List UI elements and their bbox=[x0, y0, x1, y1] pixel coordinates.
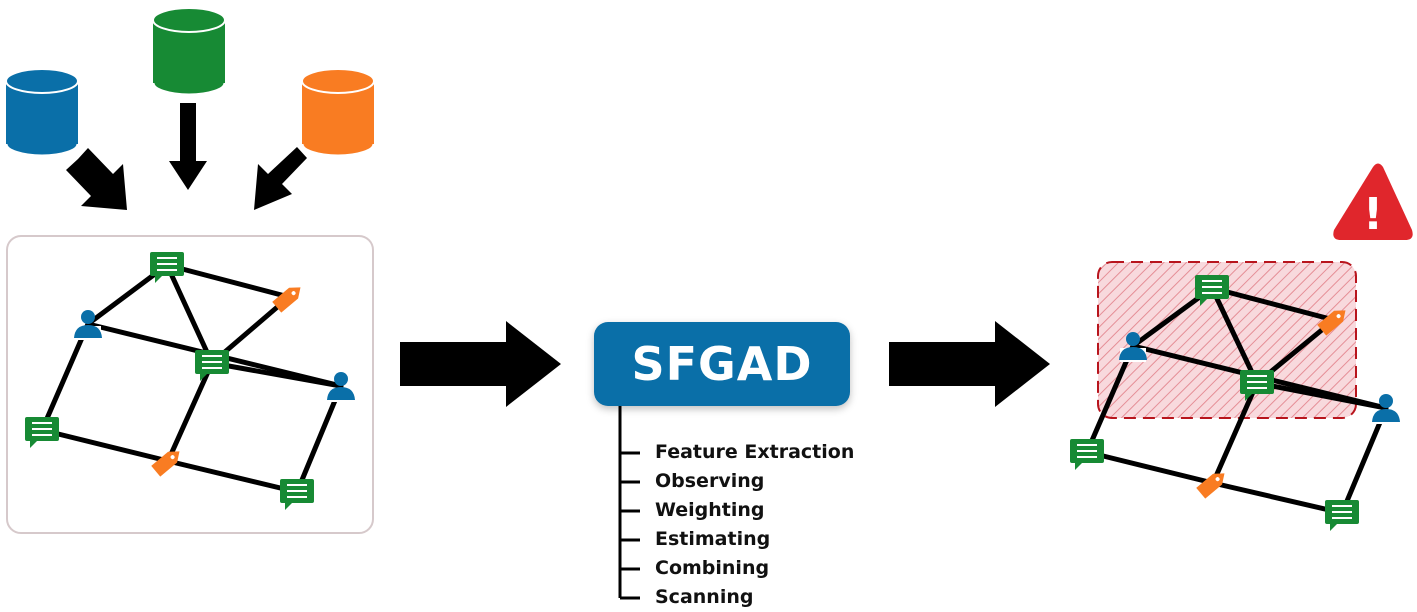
input-graph-edge bbox=[294, 383, 344, 495]
anomalous-region bbox=[1097, 261, 1357, 419]
user-icon bbox=[1119, 332, 1147, 362]
step-estimating: Estimating bbox=[655, 528, 771, 550]
step-weighting: Weighting bbox=[655, 499, 765, 521]
database-icon bbox=[4, 68, 80, 158]
output-graph-edge bbox=[1210, 480, 1345, 516]
message-icon bbox=[195, 350, 229, 381]
tag-icon bbox=[1196, 473, 1225, 499]
warning-icon: ! bbox=[1333, 163, 1413, 240]
input-graph-edge bbox=[164, 262, 215, 366]
output-graph-edge bbox=[1210, 380, 1260, 486]
output-graph-edge bbox=[1254, 380, 1389, 411]
arrow-to-sfgad bbox=[400, 321, 561, 407]
warning-glyph: ! bbox=[1363, 189, 1383, 240]
sfgad-title: SFGAD bbox=[631, 337, 813, 391]
tag-icon bbox=[1317, 310, 1346, 336]
output-graph-edge bbox=[1084, 343, 1136, 455]
message-icon bbox=[1070, 439, 1104, 470]
sfgad-steps-list: Feature Extraction Observing Weighting E… bbox=[655, 438, 854, 612]
output-graph-edge bbox=[1084, 449, 1216, 486]
input-graph-edge bbox=[39, 321, 91, 433]
user-icon bbox=[1372, 394, 1400, 424]
message-icon bbox=[280, 479, 314, 510]
output-graph-edge bbox=[1209, 285, 1337, 323]
source-arrows bbox=[66, 103, 307, 210]
output-graph-edge bbox=[1209, 285, 1260, 386]
arrow-blue-db bbox=[66, 148, 127, 210]
step-observing: Observing bbox=[655, 470, 765, 492]
arrow-to-result bbox=[889, 321, 1050, 407]
tag-icon bbox=[272, 287, 301, 313]
arrow-orange-db bbox=[254, 147, 307, 210]
sfgad-method-box: SFGAD bbox=[594, 322, 850, 406]
step-feature-extraction: Feature Extraction bbox=[655, 441, 855, 463]
input-graph-edge bbox=[39, 427, 171, 464]
user-icon bbox=[74, 310, 102, 340]
steps-bracket bbox=[618, 406, 640, 600]
arrow-green-db bbox=[169, 103, 207, 190]
message-icon bbox=[150, 252, 184, 283]
database-icon bbox=[151, 7, 227, 97]
message-icon bbox=[1240, 370, 1274, 401]
step-scanning: Scanning bbox=[655, 586, 754, 608]
user-icon bbox=[327, 372, 355, 402]
input-graph-edge bbox=[165, 360, 215, 464]
message-icon bbox=[1325, 500, 1359, 531]
tag-icon bbox=[151, 451, 180, 477]
input-graph-edge bbox=[164, 262, 292, 300]
message-icon bbox=[1195, 275, 1229, 306]
message-icon bbox=[25, 417, 59, 448]
database-icon bbox=[300, 68, 376, 158]
output-graph-edge bbox=[1339, 405, 1389, 516]
input-graph-edge bbox=[209, 360, 344, 389]
input-graph-edge bbox=[165, 458, 300, 495]
step-combining: Combining bbox=[655, 557, 770, 579]
